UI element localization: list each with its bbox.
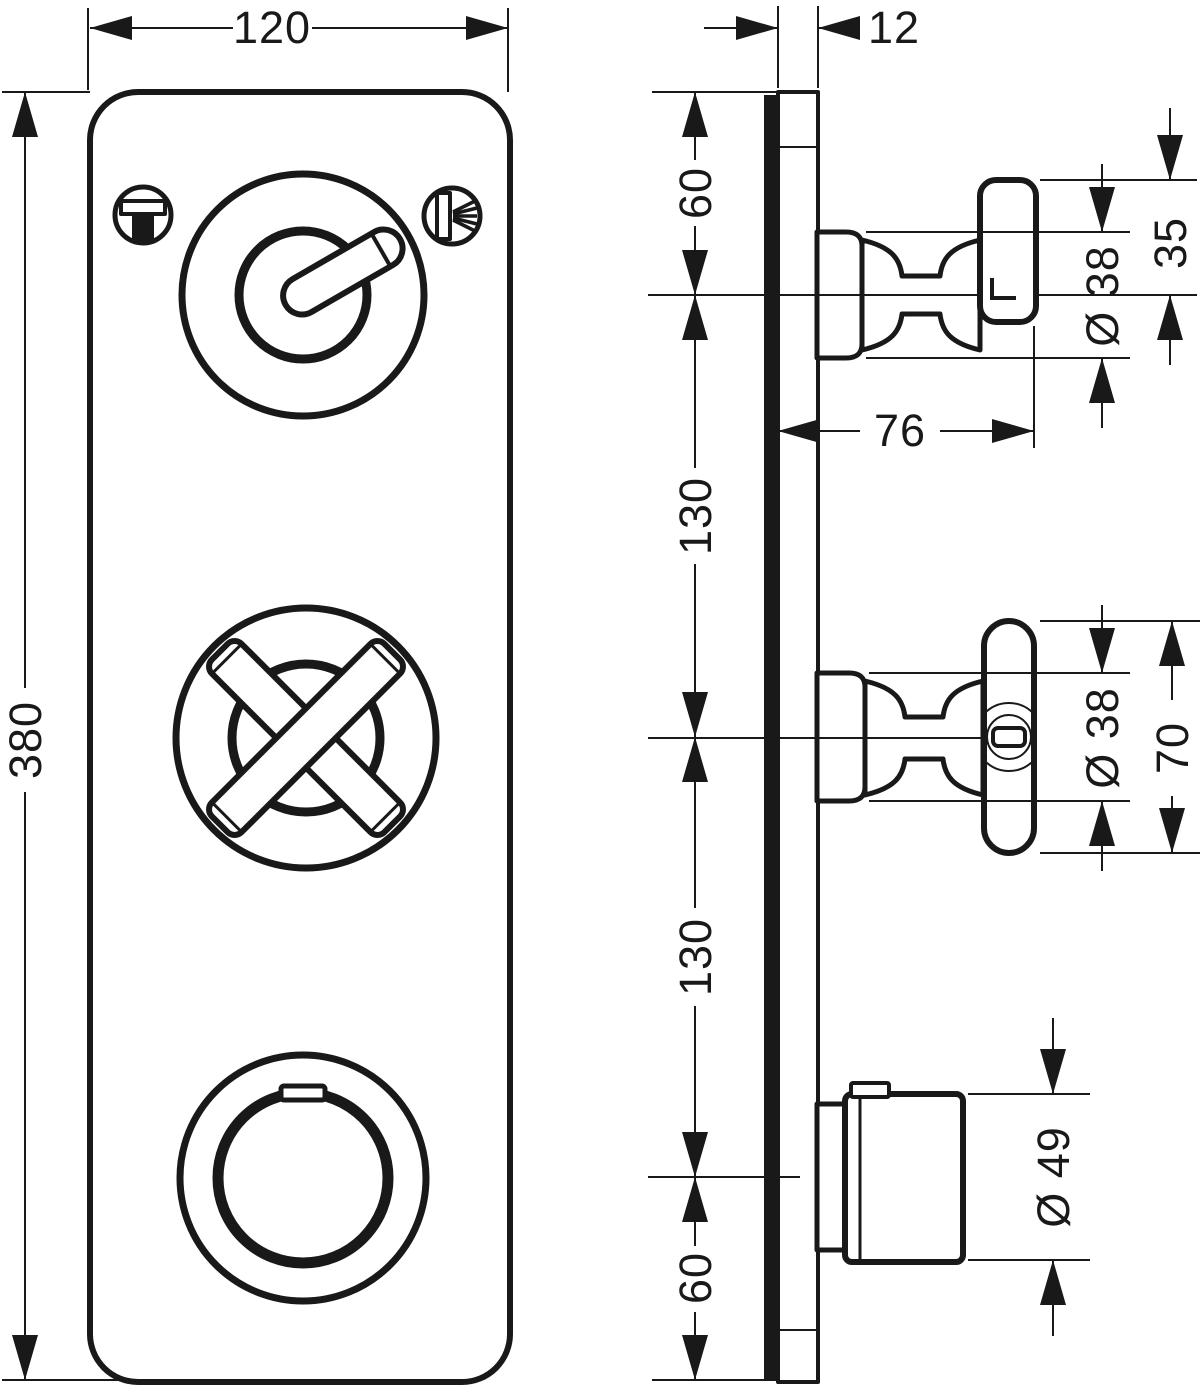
- side-bottom-handle: [814, 1081, 966, 1265]
- dim-label-top-offset: 60: [670, 167, 721, 219]
- hand-shower-icon: [421, 185, 483, 247]
- bottom-handle-cylinder: [842, 1091, 966, 1265]
- dim-label-top-handle-diameter: Ø 38: [1077, 245, 1128, 347]
- bottom-knob-index-tab: [278, 1083, 328, 1103]
- side-middle-bar: [981, 618, 1037, 856]
- front-top-knob: [178, 170, 428, 420]
- cross-hub-hole: [991, 726, 1027, 748]
- dim-spacing-chain: 60 130 130 60: [652, 91, 778, 1381]
- dim-label-mid-handle-diameter: Ø 38: [1077, 687, 1128, 789]
- dim-label-upper-spacing: 130: [670, 477, 721, 555]
- dim-top-handle-diameter: Ø 38: [866, 164, 1130, 428]
- top-handle-index-mark: [990, 278, 1016, 300]
- dim-label-plate-width: 120: [233, 2, 311, 53]
- top-handle-grip: [977, 177, 1039, 325]
- front-view: [87, 89, 513, 1385]
- dim-plate-thickness: 12: [704, 2, 920, 88]
- cross-hub-inner: [987, 714, 1031, 760]
- dim-label-bottom-handle-diameter: Ø 49: [1028, 1126, 1079, 1228]
- dim-label-lower-spacing: 130: [670, 918, 721, 996]
- dim-plate-width: 120: [87, 2, 509, 92]
- lever-notch: [370, 234, 392, 266]
- bottom-handle-tab: [849, 1081, 891, 1099]
- dim-depth: 76: [778, 326, 1035, 456]
- dim-top-handle-length: 35: [1040, 108, 1197, 365]
- hand-shower-spray: [452, 198, 478, 234]
- bath-spout-icon: [112, 184, 174, 246]
- bath-spout-pipe: [119, 199, 167, 216]
- cross-hub-outer: [987, 702, 1031, 772]
- top-knob-lever: [280, 226, 406, 318]
- bath-spout-stream: [132, 213, 154, 241]
- dim-label-plate-thickness: 12: [868, 2, 920, 53]
- front-middle-knob: [172, 604, 440, 872]
- dim-label-mid-handle-span: 70: [1147, 722, 1198, 774]
- front-bottom-knob: [176, 1051, 430, 1305]
- dim-plate-height: 380: [0, 91, 118, 1381]
- dim-mid-handle-diameter: Ø 38: [869, 605, 1130, 871]
- dim-label-depth: 76: [874, 405, 926, 456]
- hand-shower-head: [435, 191, 452, 241]
- dim-label-plate-height: 380: [0, 701, 51, 779]
- dim-label-top-handle-length: 35: [1145, 217, 1196, 269]
- dim-bottom-handle-diameter: Ø 49: [968, 1018, 1090, 1336]
- dim-mid-handle-span: 70: [1040, 620, 1200, 854]
- cross-spoke: [206, 638, 406, 838]
- middle-knob-outer-circle: [172, 604, 440, 872]
- bottom-knob-inner-ring: [212, 1087, 394, 1269]
- side-view: [648, 90, 1197, 1384]
- dim-label-bottom-offset: 60: [670, 1252, 721, 1304]
